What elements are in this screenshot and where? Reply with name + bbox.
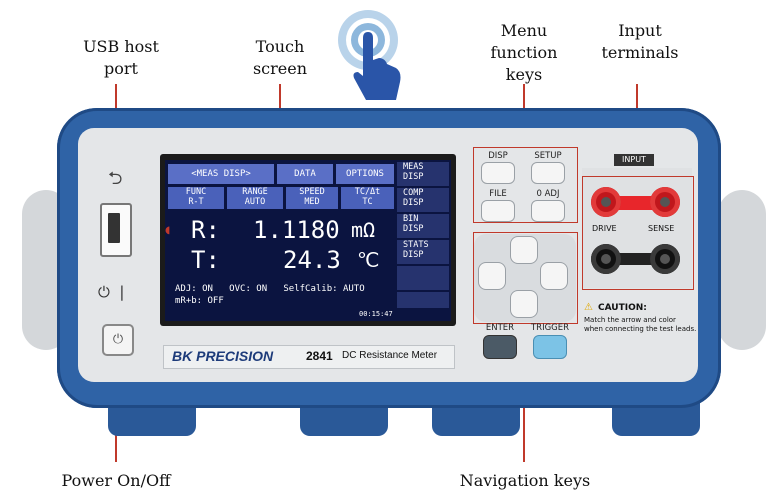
drive-black-terminal[interactable] [591,244,621,274]
usb-host-port[interactable] [100,203,132,257]
menu-keys-highlight [473,147,578,223]
temperature-value: 24.3 [283,246,341,274]
down-arrow-key[interactable] [510,290,538,318]
softkey-empty[interactable] [397,292,449,308]
zero-adj-key-label: 0 ADJ [536,189,560,199]
power-symbol-icon: ⏻ | [98,283,125,301]
zero-adj-key[interactable] [531,200,565,222]
temperature-label: T: [191,246,220,274]
softkey-empty[interactable] [397,266,449,290]
input-header: INPUT [614,154,654,166]
left-arrow-key[interactable] [478,262,506,290]
setup-key[interactable] [531,162,565,184]
caution-text-1: Match the arrow and color [584,316,676,324]
sense-red-terminal[interactable] [650,187,680,217]
clock: 00:15:47 [359,310,393,318]
touch-gesture-icon [338,10,401,100]
model-number: 2841 [306,349,333,363]
navigation-keys-callout: Navigation keys [459,471,591,490]
touch-screen-callout: Touch screen [252,37,308,78]
pointer-marker-icon: ◖ [165,225,171,236]
enter-key[interactable] [483,335,517,359]
trigger-key[interactable] [533,335,567,359]
up-arrow-key[interactable] [510,236,538,264]
model-description: DC Resistance Meter [342,350,438,361]
resistance-value: 1.1180 [253,216,340,244]
disp-key-label: DISP [488,151,508,161]
caution-title: CAUTION: [598,303,647,313]
file-key-label: FILE [489,189,507,199]
disp-key[interactable] [481,162,515,184]
drive-red-terminal[interactable] [591,187,621,217]
brand-logo: BK PRECISION [172,348,274,364]
power-on-off-callout: Power On/Off [61,471,171,490]
tab-data[interactable]: DATA [277,164,333,184]
status-line: ADJ: ON OVC: ON SelfCalib: AUTO [175,284,365,294]
right-arrow-key[interactable] [540,262,568,290]
right-handle [718,190,766,350]
caution-text-2: when connecting the test leads. [584,325,697,333]
usb-host-port-callout: USB host port [83,37,159,78]
model-plate: BK PRECISION 2841 DC Resistance Meter [163,345,455,369]
sense-black-terminal[interactable] [650,244,680,274]
caution-warning-icon: ⚠ [584,302,593,313]
drive-label: DRIVE [592,224,617,233]
trigger-key-label: TRIGGER [530,323,570,333]
input-terminals-highlight [582,176,694,290]
tab-options[interactable]: OPTIONS [336,164,394,184]
temperature-unit: ℃ [357,248,380,272]
resistance-unit: mΩ [351,218,376,242]
enter-key-label: ENTER [485,323,515,333]
file-key[interactable] [481,200,515,222]
sense-label: SENSE [648,224,675,233]
tab-meas-disp[interactable]: <MEAS DISP> [168,164,274,184]
power-button[interactable]: ⏻ [102,324,134,356]
nav-keys-highlight [473,232,578,324]
setup-key-label: SETUP [534,151,562,161]
usb-symbol-icon: ⮌ [108,168,123,189]
resistance-label: R: [191,216,220,244]
status-line-2: mR+b: OFF [175,296,224,306]
